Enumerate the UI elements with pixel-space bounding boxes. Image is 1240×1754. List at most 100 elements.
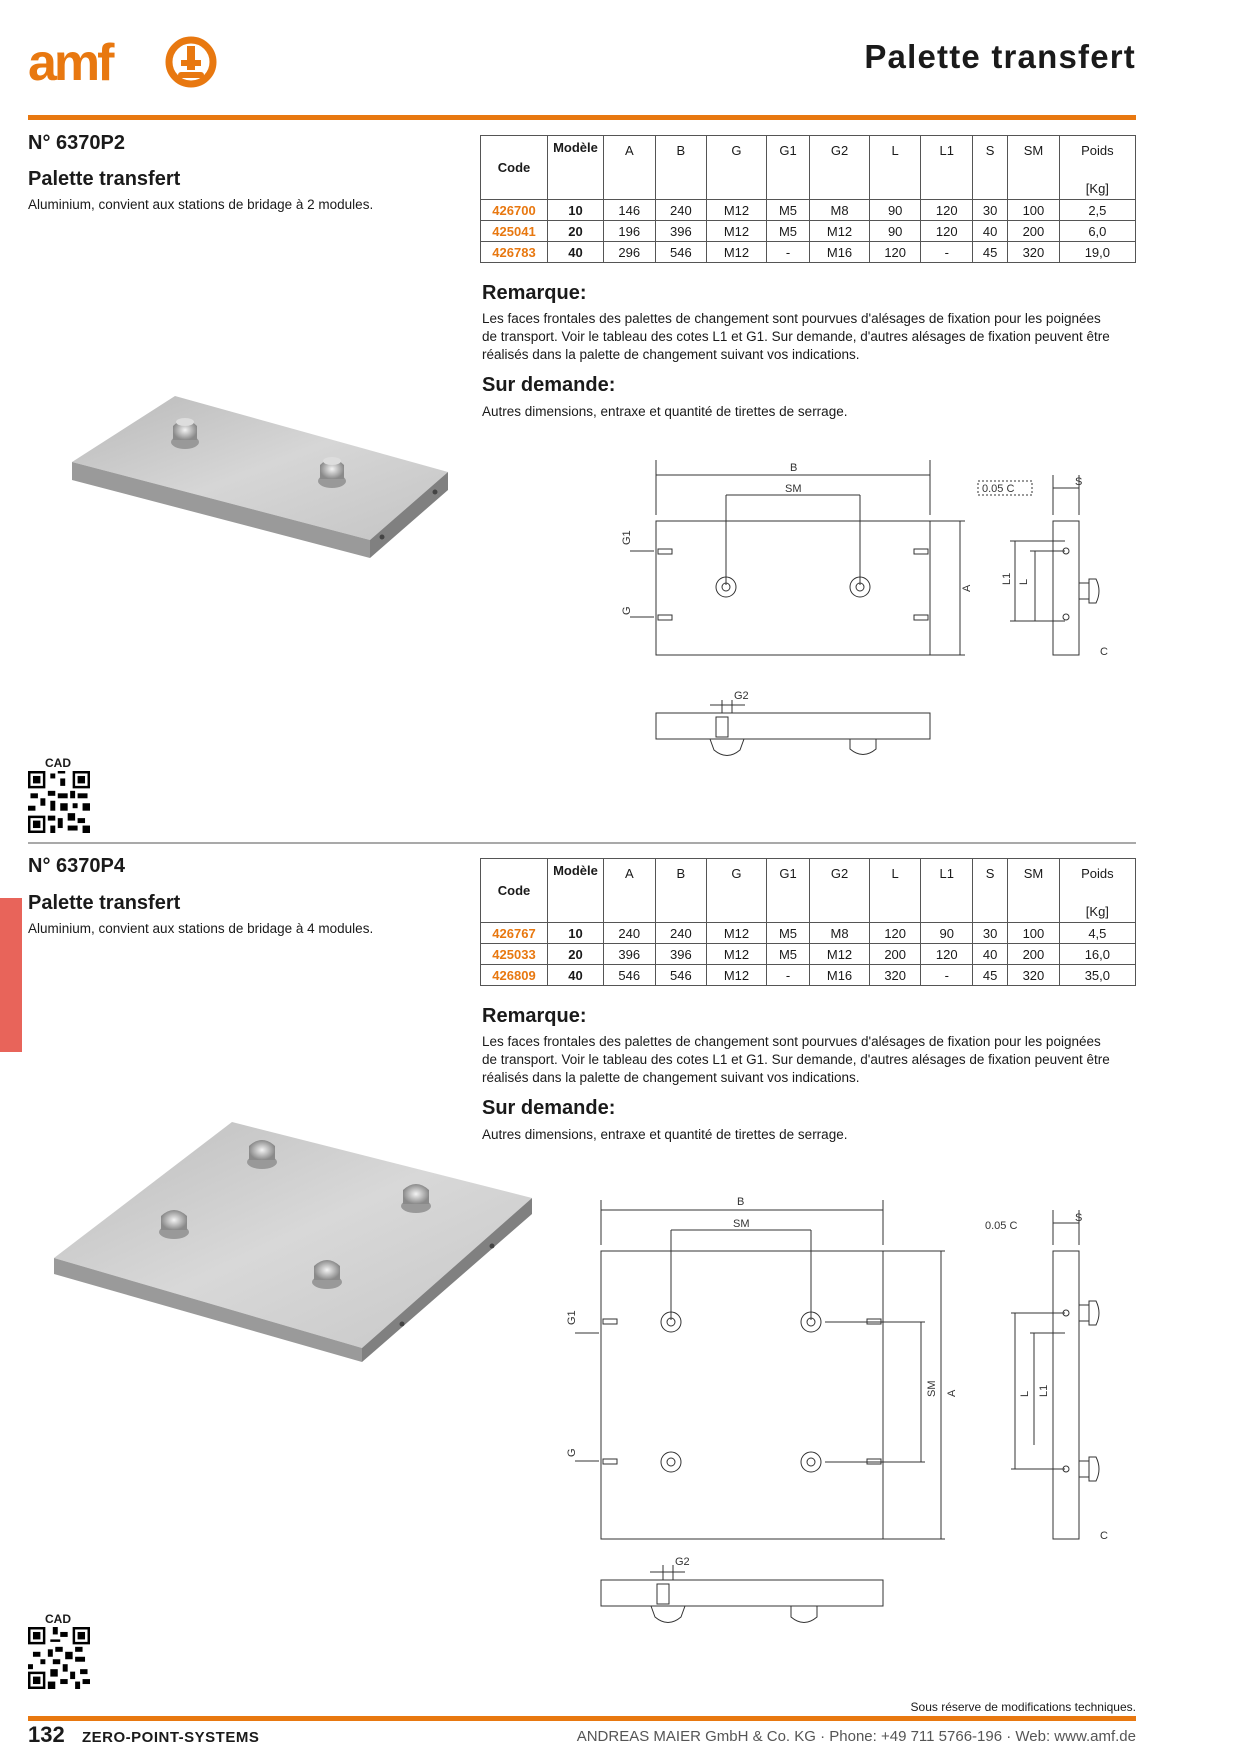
cell: M12 (809, 220, 870, 242)
cell: M16 (809, 241, 870, 263)
svg-text:L1: L1 (1001, 573, 1013, 585)
chapter-tab (0, 898, 22, 1052)
cell: - (765, 241, 811, 263)
cell: 90 (920, 922, 974, 944)
cell: 100 (1007, 922, 1060, 944)
sur-demande-text: Autres dimensions, entraxe et quantité d… (482, 404, 848, 419)
product-number: N° 6370P2 (28, 132, 125, 154)
svg-text:L: L (1019, 1391, 1031, 1397)
cell: 4,5 (1058, 922, 1137, 944)
order-code[interactable]: 425041 (480, 220, 548, 242)
svg-text:0.05 C: 0.05 C (985, 1220, 1017, 1232)
cell: 120 (868, 922, 922, 944)
cell: 320 (1007, 241, 1060, 263)
svg-text:C: C (1100, 1530, 1108, 1542)
cell: M8 (809, 199, 870, 221)
sur-demande-heading: Sur demande: (482, 1097, 616, 1119)
svg-text:A: A (946, 1389, 958, 1397)
table-row: 425033 20 396 396 M12 M5 M12 200 120 40 … (480, 943, 1137, 965)
col-g: G (706, 135, 767, 200)
cell: 200 (1007, 943, 1060, 965)
drawing-labels: B SM A G1 G G2 S 0.05 C L L1 C (621, 462, 1108, 702)
cell: M5 (765, 943, 811, 965)
col-poids: Poids[Kg] (1058, 135, 1137, 200)
cad-qr-code[interactable] (28, 771, 90, 833)
cell: 120 (920, 199, 974, 221)
cell: 2,5 (1058, 199, 1137, 221)
header-rule (28, 115, 1136, 120)
table-row: 425041 20 196 396 M12 M5 M12 90 120 40 2… (480, 220, 1137, 242)
cad-qr-code[interactable] (28, 1627, 90, 1689)
cell: 10 (547, 199, 604, 221)
order-code[interactable]: 425033 (480, 943, 548, 965)
col-g2: G2 (809, 135, 870, 200)
cell: 90 (868, 199, 922, 221)
cell: 16,0 (1058, 943, 1137, 965)
order-code[interactable]: 426783 (480, 241, 548, 263)
col-l1: L1 (920, 135, 974, 200)
svg-text:G1: G1 (566, 1310, 578, 1325)
cell: 200 (1007, 220, 1060, 242)
cell: 20 (547, 943, 604, 965)
svg-text:SM: SM (733, 1218, 750, 1230)
svg-text:S: S (1075, 476, 1082, 488)
col-sm: SM (1007, 135, 1060, 200)
table-row: 426767 10 240 240 M12 M5 M8 120 90 30 10… (480, 922, 1137, 944)
cell: M12 (706, 922, 767, 944)
cell: 30 (972, 199, 1009, 221)
spec-table: Code Modèle A B G G1 G2 L L1 S SM Poids[… (480, 135, 1137, 263)
col-a: A (603, 858, 656, 923)
product-name: Palette transfert (28, 892, 181, 914)
cell: 20 (547, 220, 604, 242)
product-name: Palette transfert (28, 168, 181, 190)
cell: 10 (547, 922, 604, 944)
remarque-heading: Remarque: (482, 282, 587, 304)
col-b: B (654, 135, 708, 200)
cell: 546 (603, 964, 656, 986)
cell: 320 (1007, 964, 1060, 986)
order-code[interactable]: 426767 (480, 922, 548, 944)
svg-text:G2: G2 (675, 1556, 690, 1568)
cell: 296 (603, 241, 656, 263)
order-code[interactable]: 426700 (480, 199, 548, 221)
col-l: L (868, 135, 922, 200)
col-a: A (603, 135, 656, 200)
svg-text:G: G (621, 606, 633, 615)
cell: - (765, 964, 811, 986)
product-description: Aluminium, convient aux stations de brid… (28, 197, 374, 212)
col-model: Modèle (547, 858, 604, 923)
svg-text:S: S (1075, 1212, 1082, 1224)
col-poids: Poids[Kg] (1058, 858, 1137, 923)
table-row: 426700 10 146 240 M12 M5 M8 90 120 30 10… (480, 199, 1137, 221)
col-b: B (654, 858, 708, 923)
technical-drawing-4-module: B SM A SM G1 G G2 S 0.05 C L L1 C (566, 1196, 1108, 1623)
svg-text:amf: amf (28, 36, 115, 88)
svg-text:0.05 C: 0.05 C (982, 483, 1014, 495)
table-row: 426783 40 296 546 M12 - M16 120 - 45 320… (480, 241, 1137, 263)
cell: 6,0 (1058, 220, 1137, 242)
svg-text:G1: G1 (621, 530, 633, 545)
cell: 200 (868, 943, 922, 965)
cell: 320 (868, 964, 922, 986)
cell: 120 (868, 241, 922, 263)
product-image-2-module (72, 396, 448, 558)
cell: 396 (603, 943, 656, 965)
cad-label: CAD (45, 1612, 71, 1626)
cell: 546 (654, 964, 708, 986)
col-g2: G2 (809, 858, 870, 923)
cell: M5 (765, 199, 811, 221)
col-sm: SM (1007, 858, 1060, 923)
col-l1: L1 (920, 858, 974, 923)
company-info: ANDREAS MAIER GmbH & Co. KG · Phone: +49… (576, 1728, 1136, 1745)
footer-rule (28, 1716, 1136, 1721)
cell: M5 (765, 220, 811, 242)
cell: M12 (706, 943, 767, 965)
cell: M8 (809, 922, 870, 944)
table-header-row: Code Modèle A B G G1 G2 L L1 S SM Poids[… (480, 858, 1137, 923)
svg-text:G: G (566, 1448, 578, 1457)
cell: - (920, 241, 974, 263)
remarque-text: Les faces frontales des palettes de chan… (482, 1034, 1110, 1085)
table-row: 426809 40 546 546 M12 - M16 320 - 45 320… (480, 964, 1137, 986)
order-code[interactable]: 426809 (480, 964, 548, 986)
cell: 45 (972, 241, 1009, 263)
